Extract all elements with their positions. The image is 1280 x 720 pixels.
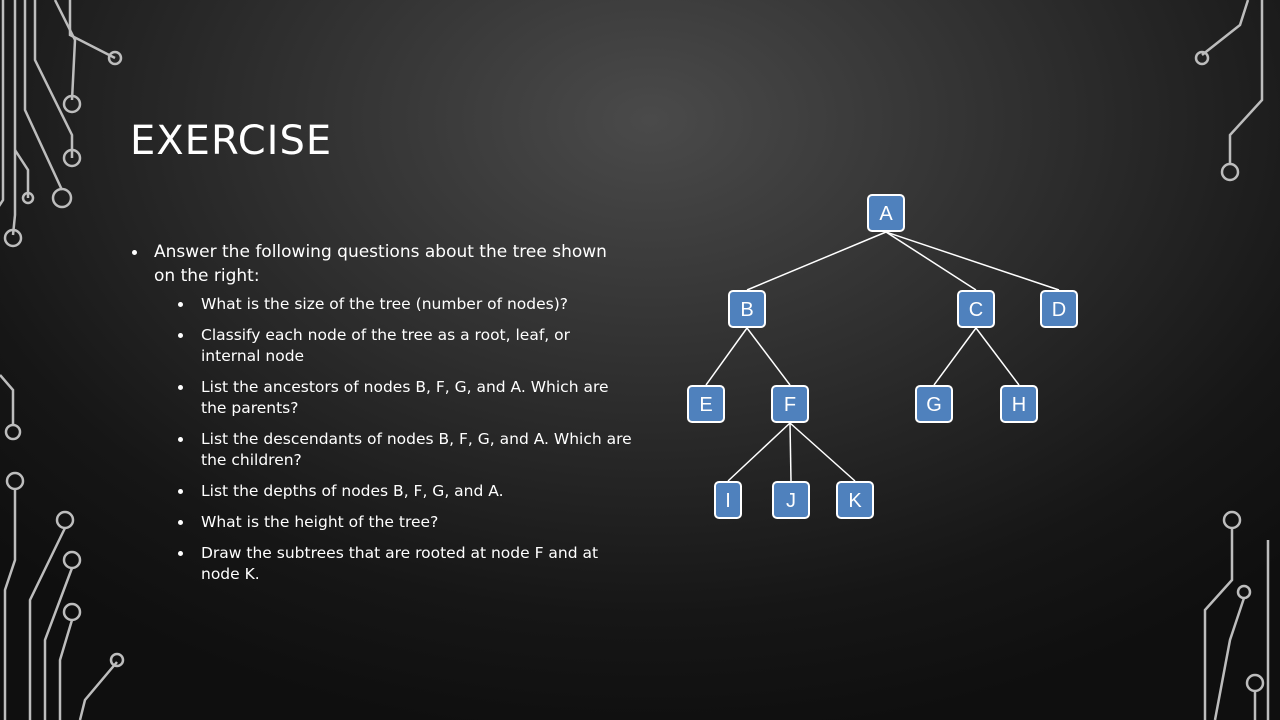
- tree-edge-a-b: [746, 231, 887, 291]
- tree-node-h: H: [1000, 385, 1038, 423]
- tree-node-box: [915, 385, 953, 423]
- tree-node-label: K: [848, 490, 862, 512]
- sub-bullet-descendants: List the descendants of nodes B, F, G, a…: [132, 429, 632, 471]
- tree-node-label: D: [1052, 299, 1066, 321]
- tree-node-d: D: [1040, 290, 1078, 328]
- tree-edge-f-i: [727, 422, 791, 482]
- tree-edge-b-f: [746, 327, 791, 386]
- tree-node-box: [687, 385, 725, 423]
- tree-node-label: A: [879, 203, 893, 225]
- sub-bullet-list: What is the size of the tree (number of …: [132, 294, 632, 585]
- sub-bullet-subtrees: Draw the subtrees that are rooted at nod…: [132, 543, 632, 585]
- tree-edge-f-k: [789, 422, 856, 482]
- sub-bullet-size: What is the size of the tree (number of …: [132, 294, 632, 315]
- tree-node-a: A: [867, 194, 905, 232]
- tree-node-box: [1000, 385, 1038, 423]
- main-bullet: Answer the following questions about the…: [132, 240, 632, 288]
- tree-node-box: [867, 194, 905, 232]
- tree-node-label: F: [784, 394, 796, 416]
- tree-node-b: B: [728, 290, 766, 328]
- tree-edge-c-g: [933, 327, 977, 386]
- tree-node-label: I: [725, 490, 731, 512]
- tree-node-box: [771, 385, 809, 423]
- sub-bullet-ancestors: List the ancestors of nodes B, F, G, and…: [132, 377, 632, 419]
- tree-edge-b-e: [705, 327, 748, 386]
- tree-node-g: G: [915, 385, 953, 423]
- tree-node-box: [728, 290, 766, 328]
- tree-edge-c-h: [975, 327, 1020, 386]
- tree-node-box: [957, 290, 995, 328]
- tree-node-i: I: [714, 481, 742, 519]
- tree-node-label: E: [699, 394, 712, 416]
- tree-node-f: F: [771, 385, 809, 423]
- tree-edge-f-j: [789, 422, 792, 482]
- sub-bullet-depths: List the depths of nodes B, F, G, and A.: [132, 481, 632, 502]
- tree-node-box: [772, 481, 810, 519]
- tree-node-label: G: [926, 394, 942, 416]
- slide-content: Answer the following questions about the…: [132, 240, 632, 595]
- tree-node-box: [1040, 290, 1078, 328]
- tree-node-e: E: [687, 385, 725, 423]
- tree-node-c: C: [957, 290, 995, 328]
- tree-edge-a-c: [885, 231, 977, 291]
- tree-node-box: [836, 481, 874, 519]
- tree-node-label: B: [740, 299, 753, 321]
- tree-node-box: [714, 481, 742, 519]
- slide-title: Exercise: [130, 118, 333, 164]
- sub-bullet-classify: Classify each node of the tree as a root…: [132, 325, 632, 367]
- tree-node-label: H: [1012, 394, 1026, 416]
- tree-node-label: C: [969, 299, 983, 321]
- tree-node-k: K: [836, 481, 874, 519]
- tree-edge-a-d: [885, 231, 1060, 291]
- sub-bullet-height: What is the height of the tree?: [132, 512, 632, 533]
- tree-node-label: J: [786, 490, 796, 512]
- tree-node-j: J: [772, 481, 810, 519]
